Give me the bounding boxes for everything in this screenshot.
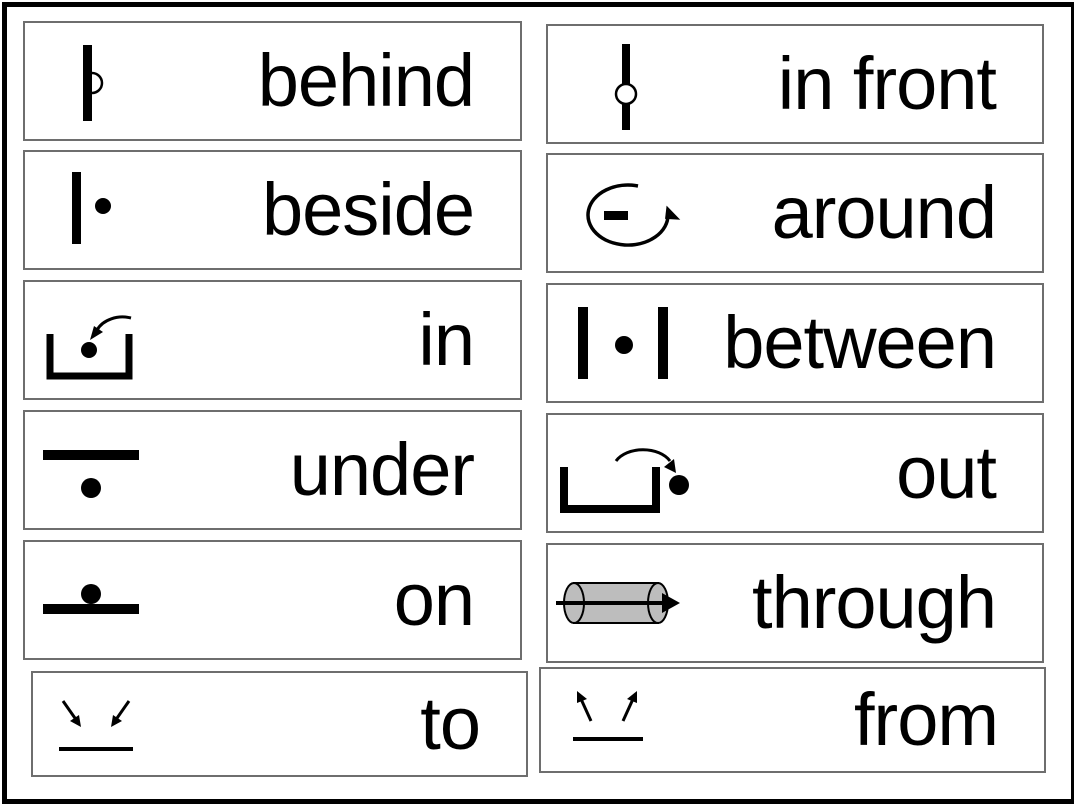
card-under: under — [23, 410, 522, 530]
card-to: to — [31, 671, 528, 777]
behind-symbol-icon — [83, 45, 104, 121]
under-symbol-icon — [43, 450, 139, 498]
in-front-symbol-icon — [614, 44, 638, 130]
word-label: under — [289, 428, 475, 511]
word-label: between — [723, 301, 997, 384]
word-label: to — [420, 682, 481, 765]
word-label: on — [393, 558, 475, 641]
on-symbol-icon — [43, 584, 139, 614]
card-behind: behind — [23, 21, 522, 141]
card-out: out — [546, 413, 1044, 533]
from-symbol-icon — [573, 691, 643, 741]
through-symbol-icon — [556, 582, 680, 624]
card-in-front: in front — [546, 24, 1044, 144]
to-symbol-icon — [59, 700, 133, 751]
card-around: around — [546, 153, 1044, 273]
around-symbol-icon — [586, 183, 681, 247]
card-from: from — [539, 667, 1046, 773]
card-beside: beside — [23, 150, 522, 270]
in-symbol-icon — [46, 315, 133, 380]
word-label: beside — [261, 168, 475, 251]
beside-symbol-icon — [72, 172, 111, 244]
between-symbol-icon — [578, 307, 668, 379]
word-label: from — [854, 678, 999, 761]
card-through: through — [546, 543, 1044, 663]
word-label: through — [752, 561, 997, 644]
card-on: on — [23, 540, 522, 660]
card-between: between — [546, 283, 1044, 403]
word-label: around — [771, 171, 997, 254]
word-label: behind — [257, 39, 475, 122]
out-symbol-icon — [560, 448, 689, 513]
card-in: in — [23, 280, 522, 400]
word-label: in — [418, 298, 475, 381]
word-label: in front — [777, 42, 997, 125]
word-label: out — [896, 431, 997, 514]
